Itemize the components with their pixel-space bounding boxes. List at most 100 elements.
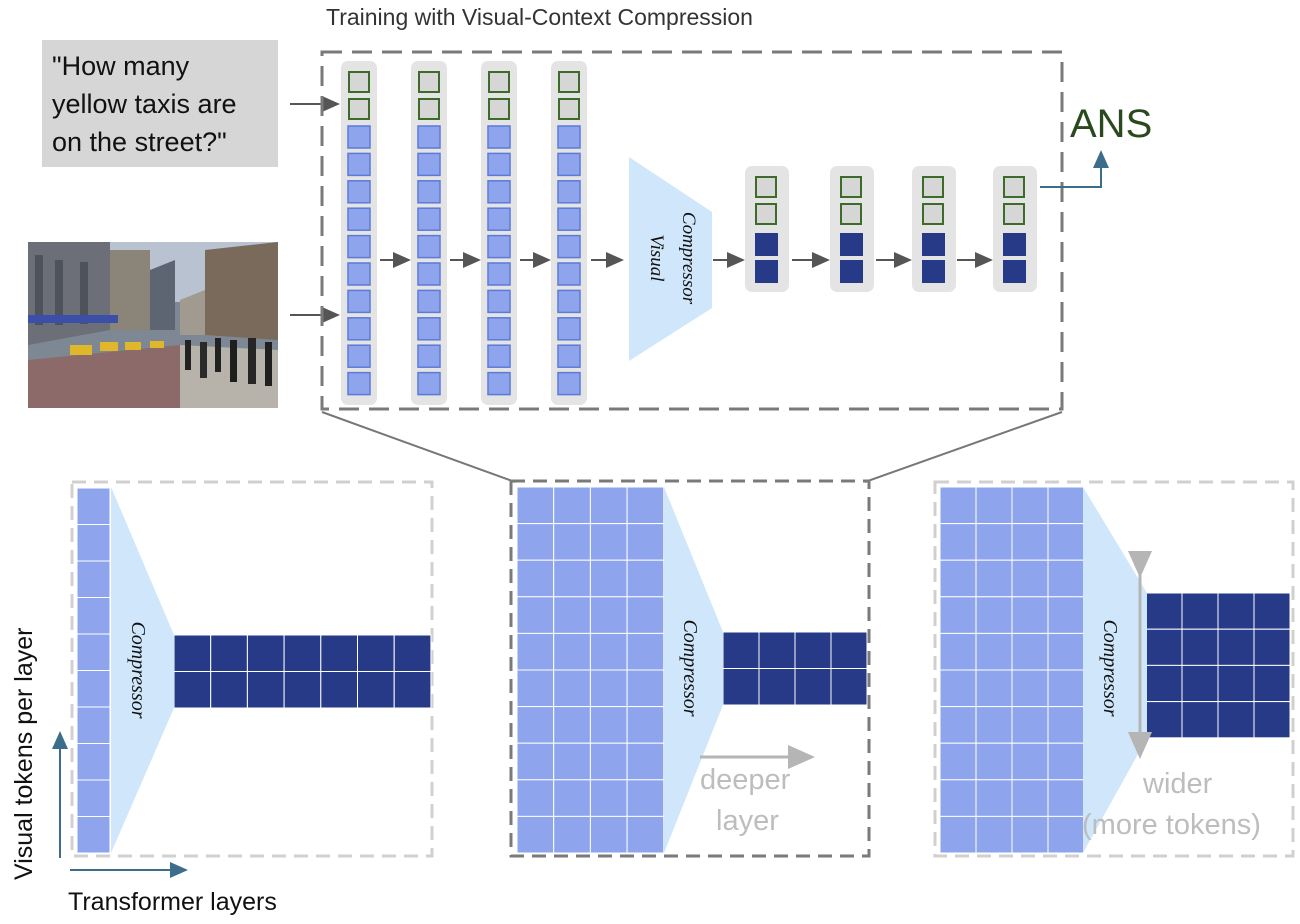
visual-token [557, 344, 581, 368]
visual-token [487, 207, 511, 231]
visual-token [589, 632, 628, 671]
compressed-token [1217, 664, 1255, 703]
question-line-2: yellow taxis are [52, 89, 237, 119]
compressed-token [1145, 592, 1183, 630]
text-token [922, 176, 944, 198]
visual-token [1047, 815, 1085, 854]
text-token [755, 176, 777, 198]
compressed-token [922, 260, 945, 283]
compressor-middle-label: Compressor [679, 619, 701, 716]
visual-token [1011, 596, 1049, 634]
visual-token [626, 596, 665, 634]
visual-token [417, 180, 441, 204]
visual-token [626, 815, 665, 854]
compressed-token [283, 634, 322, 672]
visual-token [516, 742, 555, 781]
compressed-token [794, 668, 832, 706]
compressed-token [922, 233, 945, 256]
compressed-token [246, 634, 285, 672]
visual-token [553, 706, 591, 744]
visual-token [76, 706, 111, 744]
visual-token [76, 670, 111, 708]
visual-token [417, 152, 441, 177]
visual-token [589, 523, 628, 561]
visual-token [1047, 559, 1085, 598]
visual-token [417, 371, 441, 396]
compressed-token [357, 671, 395, 709]
visual-token [589, 742, 628, 781]
text-token [418, 71, 440, 93]
visual-token [626, 632, 665, 671]
compressed-token [755, 233, 778, 256]
compressed-token [320, 634, 358, 672]
compressed-token [210, 671, 248, 709]
visual-token [1047, 596, 1085, 634]
visual-token [626, 742, 665, 781]
text-token [1003, 203, 1025, 225]
visual-token [553, 742, 591, 781]
compressed-token [1253, 592, 1291, 630]
visual-grid [939, 486, 1085, 854]
visual-token [487, 371, 511, 396]
visual-grid [516, 486, 665, 854]
visual-token [626, 523, 665, 561]
compressed-token [830, 668, 868, 706]
visual-token [589, 779, 628, 817]
answer-arrow [1040, 150, 1109, 188]
visual-token [347, 262, 371, 286]
visual-token [939, 523, 977, 561]
text-token [755, 203, 777, 225]
compressed-token [1181, 664, 1219, 703]
visual-token [1011, 706, 1049, 744]
visual-token [487, 125, 511, 149]
text-token [840, 203, 862, 225]
visual-token [347, 234, 371, 259]
text-token [1003, 176, 1025, 198]
visual-token [553, 523, 591, 561]
compressed-token [794, 631, 832, 669]
visual-token [417, 234, 441, 259]
visual-token [516, 486, 555, 525]
visual-token [975, 742, 1013, 781]
zoom-line-right [864, 411, 1063, 483]
visual-token [516, 706, 555, 744]
deeper-label-line-1: deeper [700, 764, 791, 796]
panel-right [933, 480, 1295, 858]
visual-token [347, 180, 371, 204]
compressed-token [320, 671, 358, 709]
visual-token [347, 371, 371, 396]
visual-token [487, 289, 511, 314]
compressed-token [1217, 701, 1255, 739]
visual-token [76, 597, 111, 635]
panel-middle [509, 479, 871, 858]
visual-token [589, 706, 628, 744]
compressed-token [722, 631, 760, 669]
compressed-layer-column [993, 166, 1037, 292]
visual-token [557, 371, 581, 396]
compressed-token [1181, 592, 1219, 630]
layer-column [341, 61, 377, 405]
visual-token [487, 152, 511, 177]
visual-token [939, 742, 977, 781]
visual-token [1047, 669, 1085, 708]
text-token [418, 98, 440, 120]
visual-token [557, 180, 581, 204]
compressor-right: Compressor [1083, 487, 1147, 853]
visual-token [557, 125, 581, 149]
compressed-token [1145, 664, 1183, 703]
visual-token [975, 669, 1013, 708]
visual-token [626, 779, 665, 817]
visual-token [347, 207, 371, 231]
visual-token [589, 486, 628, 525]
visual-token [1011, 742, 1049, 781]
diagram-title: Training with Visual-Context Compression [326, 4, 753, 30]
visual-token [417, 289, 441, 314]
visual-token [1011, 779, 1049, 817]
visual-token [487, 262, 511, 286]
visual-token [975, 596, 1013, 634]
visual-token [1011, 486, 1049, 525]
answer-label: ANS [1070, 102, 1152, 146]
compressed-token [393, 671, 432, 709]
compressed-token [758, 668, 796, 706]
compressor-right-label: Compressor [1099, 619, 1121, 716]
